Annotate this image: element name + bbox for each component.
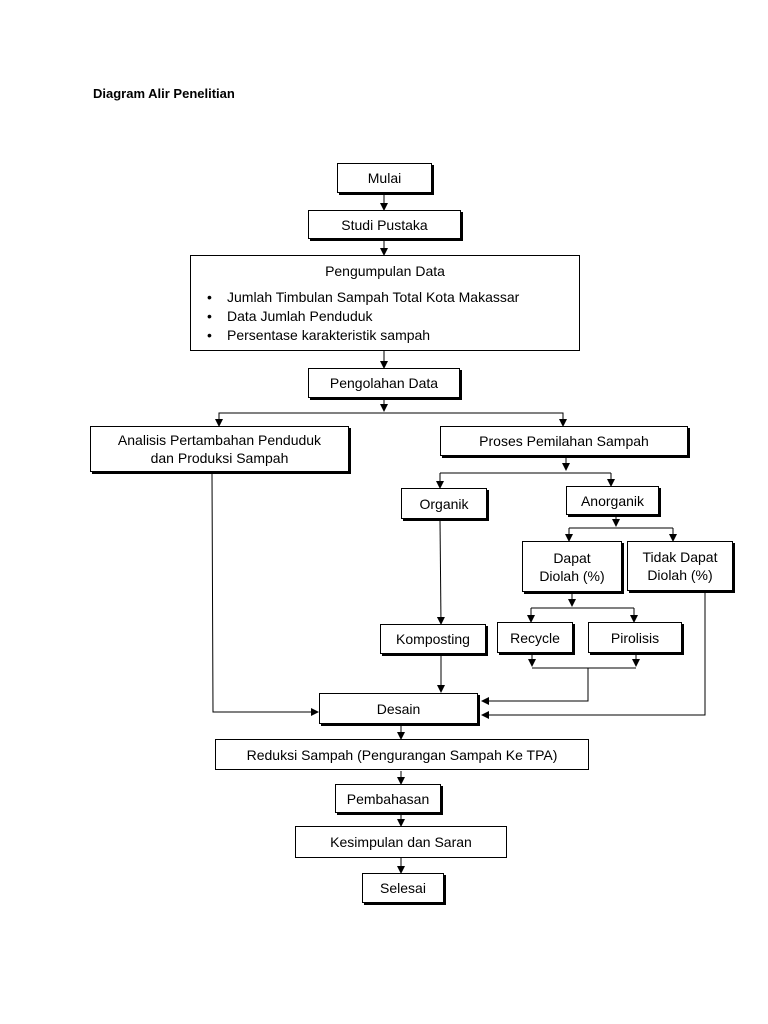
node-organik: Organik bbox=[401, 488, 487, 519]
node-kesimpulan-label: Kesimpulan dan Saran bbox=[330, 834, 472, 850]
arrow-tidak-dapat-desain bbox=[481, 592, 706, 719]
node-tidak-dapat-diolah-label: Tidak Dapat Diolah (%) bbox=[642, 549, 718, 583]
node-dapat-diolah-label: Dapat Diolah (%) bbox=[539, 549, 605, 584]
node-anorganik-label: Anorganik bbox=[580, 492, 645, 509]
node-desain-label: Desain bbox=[376, 700, 421, 717]
split-bar-top bbox=[218, 412, 564, 425]
node-selesai-label: Selesai bbox=[380, 880, 426, 896]
node-studi-pustaka: Studi Pustaka bbox=[308, 210, 461, 239]
node-kesimpulan: Kesimpulan dan Saran bbox=[295, 826, 507, 858]
node-komposting-label: Komposting bbox=[396, 631, 470, 647]
node-organik-label: Organik bbox=[419, 495, 469, 512]
node-pembahasan-label: Pembahasan bbox=[346, 790, 430, 807]
node-desain: Desain bbox=[319, 693, 478, 724]
page-title: Diagram Alir Penelitian bbox=[93, 86, 235, 101]
node-pengumpulan-data: Pengumpulan Data Jumlah Timbulan Sampah … bbox=[190, 255, 580, 351]
arrow-organik-komposting bbox=[436, 519, 445, 625]
pengumpulan-data-list: Jumlah Timbulan Sampah Total Kota Makass… bbox=[191, 288, 579, 345]
node-analisis-label: Analisis Pertambahan Penduduk dan Produk… bbox=[117, 432, 322, 466]
node-recycle-label: Recycle bbox=[510, 629, 560, 646]
node-pirolisis-label: Pirolisis bbox=[610, 629, 660, 646]
node-recycle: Recycle bbox=[497, 622, 573, 653]
node-mulai: Mulai bbox=[337, 163, 432, 193]
node-analisis: Analisis Pertambahan Penduduk dan Produk… bbox=[90, 426, 349, 472]
node-proses-pemilahan: Proses Pemilahan Sampah bbox=[440, 426, 688, 456]
node-pembahasan: Pembahasan bbox=[335, 784, 441, 813]
node-proses-pemilahan-label: Proses Pemilahan Sampah bbox=[479, 433, 649, 449]
node-pengolahan-data-label: Pengolahan Data bbox=[329, 375, 439, 391]
arrow-merge-to-desain bbox=[481, 668, 589, 705]
node-reduksi-label: Reduksi Sampah (Pengurangan Sampah Ke TP… bbox=[246, 746, 558, 763]
node-komposting: Komposting bbox=[380, 624, 486, 654]
node-tidak-dapat-diolah: Tidak Dapat Diolah (%) bbox=[627, 541, 733, 591]
node-pengumpulan-data-title: Pengumpulan Data bbox=[325, 263, 445, 279]
node-pirolisis: Pirolisis bbox=[588, 622, 682, 653]
list-item: Jumlah Timbulan Sampah Total Kota Makass… bbox=[207, 288, 579, 307]
arrow-analisis-desain bbox=[211, 473, 319, 716]
node-dapat-diolah: Dapat Diolah (%) bbox=[522, 541, 622, 592]
node-mulai-label: Mulai bbox=[367, 170, 402, 186]
list-item: Persentase karakteristik sampah bbox=[207, 326, 579, 345]
node-anorganik: Anorganik bbox=[566, 486, 659, 515]
node-studi-pustaka-label: Studi Pustaka bbox=[341, 216, 428, 233]
node-pengolahan-data: Pengolahan Data bbox=[308, 368, 460, 398]
list-item: Data Jumlah Penduduk bbox=[207, 307, 579, 326]
node-reduksi: Reduksi Sampah (Pengurangan Sampah Ke TP… bbox=[215, 739, 589, 770]
node-selesai: Selesai bbox=[362, 873, 444, 903]
